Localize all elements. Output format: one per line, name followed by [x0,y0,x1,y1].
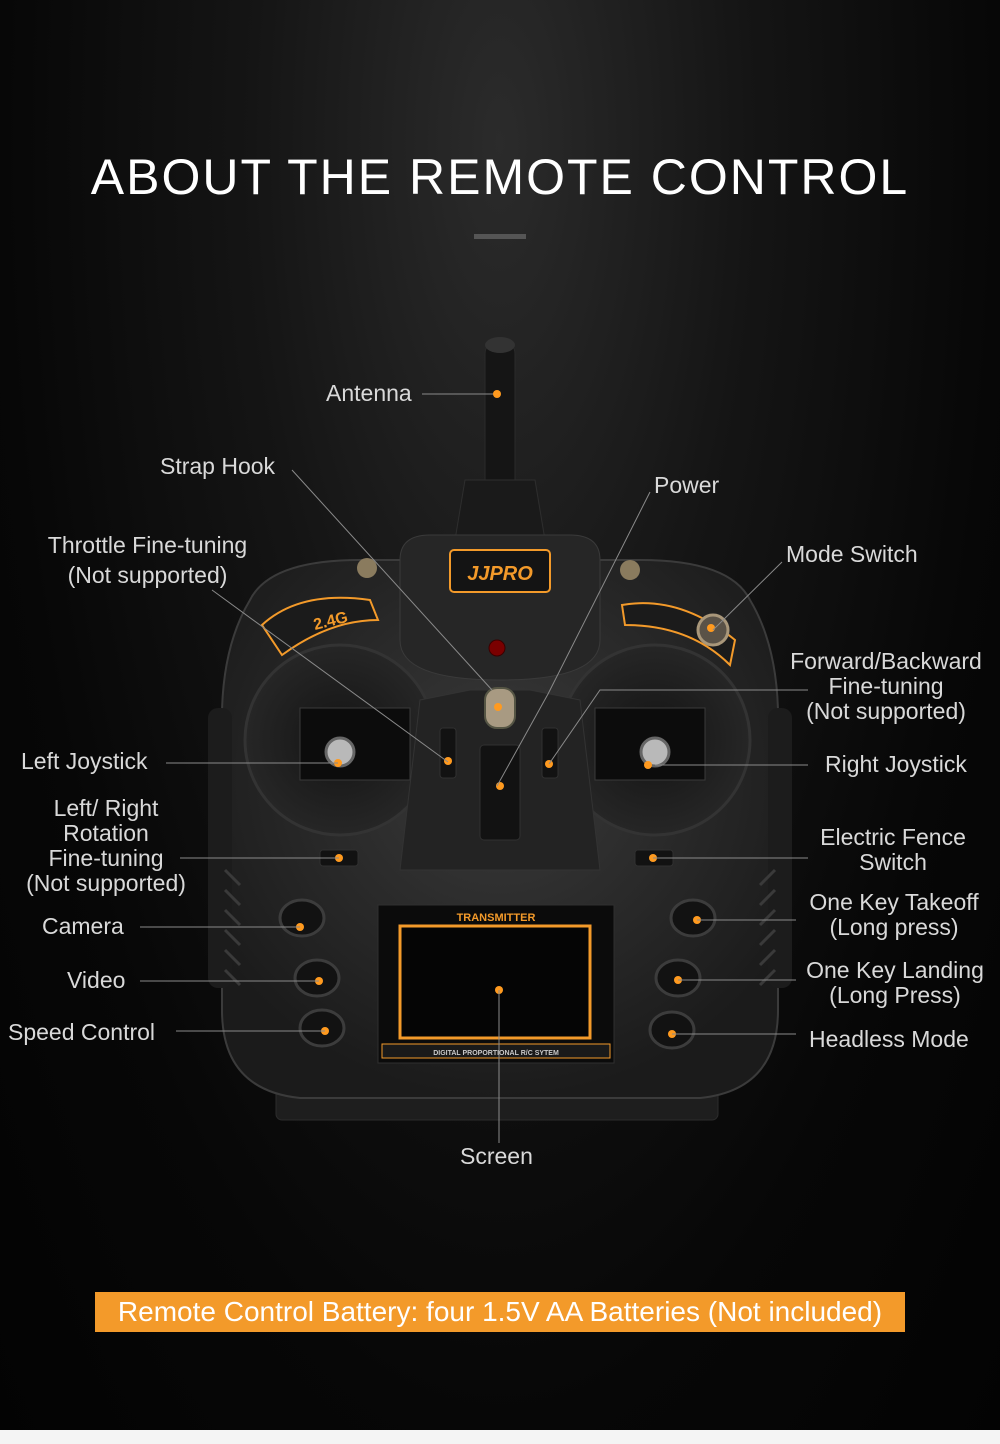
label-left-joystick: Left Joystick [21,748,148,774]
takeoff-button[interactable] [669,898,717,938]
left-vents [223,868,242,987]
left-joystick[interactable] [243,643,437,837]
antenna-dot [493,390,501,398]
antenna [454,337,546,541]
label-mode-switch: Mode Switch [786,541,918,567]
throttle-trim[interactable] [439,727,457,779]
bottom-strip [0,1430,1000,1444]
battery-note: Remote Control Battery: four 1.5V AA Bat… [95,1292,905,1332]
label-rot-line4: (Not supported) [26,870,186,896]
label-fwd-line3: (Not supported) [806,698,966,724]
label-video: Video [67,967,126,993]
label-fwd-line1: Forward/Backward [790,648,982,674]
leader-lines [140,393,808,1143]
title-divider [474,234,526,239]
label-fwd-line2: Fine-tuning [828,673,944,699]
label-strap-hook: Strap Hook [160,453,276,479]
label-landing-line1: One Key Landing [806,957,984,983]
screen-footer-band [381,1043,611,1059]
logo-plate [449,549,551,593]
right-joystick-dot [644,761,652,769]
label-rotation-fine-tuning: Left/ Right Rotation Fine-tuning (Not su… [15,796,197,896]
mode-icons-badge [620,602,737,668]
label-fence-line2: Switch [859,849,927,875]
label-one-key-landing: One Key Landing (Long Press) [796,958,994,1008]
label-right-joystick: Right Joystick [825,751,967,777]
label-fence-line1: Electric Fence [820,824,966,850]
label-one-key-takeoff: One Key Takeoff (Long press) [796,890,992,940]
label-throttle-line2: (Not supported) [67,562,228,588]
page-title: ABOUT THE REMOTE CONTROL [90,149,910,205]
screen-footer: DIGITAL PROPORTIONAL R/C SYTEM [433,1050,559,1057]
label-rot-line3: Fine-tuning [48,845,164,871]
right-grip [768,708,792,988]
label-rot-line2: Rotation [63,820,149,846]
power-led [488,639,506,657]
label-takeoff-line2: (Long press) [829,914,959,940]
label-throttle-fine-tuning: Throttle Fine-tuning (Not supported) [30,533,265,588]
brand-logo: JJPRO [467,563,533,585]
label-landing-line2: (Long Press) [829,982,961,1008]
right-vents [758,868,777,987]
speed-control-button[interactable] [298,1008,346,1048]
power-dot [494,703,502,711]
label-rot-line1: Left/ Right [53,795,159,821]
label-power: Power [654,472,720,498]
forward-backward-trim[interactable] [541,727,559,779]
frequency-badge [260,596,380,657]
screen [398,924,592,1040]
label-takeoff-line1: One Key Takeoff [809,889,979,915]
label-throttle-line1: Throttle Fine-tuning [47,532,248,558]
camera-button[interactable] [278,898,326,938]
label-antenna: Antenna [326,380,412,406]
label-electric-fence: Electric Fence Switch [808,825,978,875]
label-screen: Screen [460,1143,533,1169]
label-camera: Camera [42,913,124,939]
screen-header: TRANSMITTER [457,912,536,924]
throttle-center-slider[interactable] [479,744,521,841]
left-grip [208,708,232,988]
strap-hook-left [357,558,377,578]
mode-switch-dot [707,624,715,632]
throttle-trim-dot [444,757,452,765]
label-forward-backward: Forward/Backward Fine-tuning (Not suppor… [780,649,992,724]
label-headless-mode: Headless Mode [809,1026,969,1052]
strap-hook-right [620,560,640,580]
label-speed-control: Speed Control [8,1019,156,1045]
